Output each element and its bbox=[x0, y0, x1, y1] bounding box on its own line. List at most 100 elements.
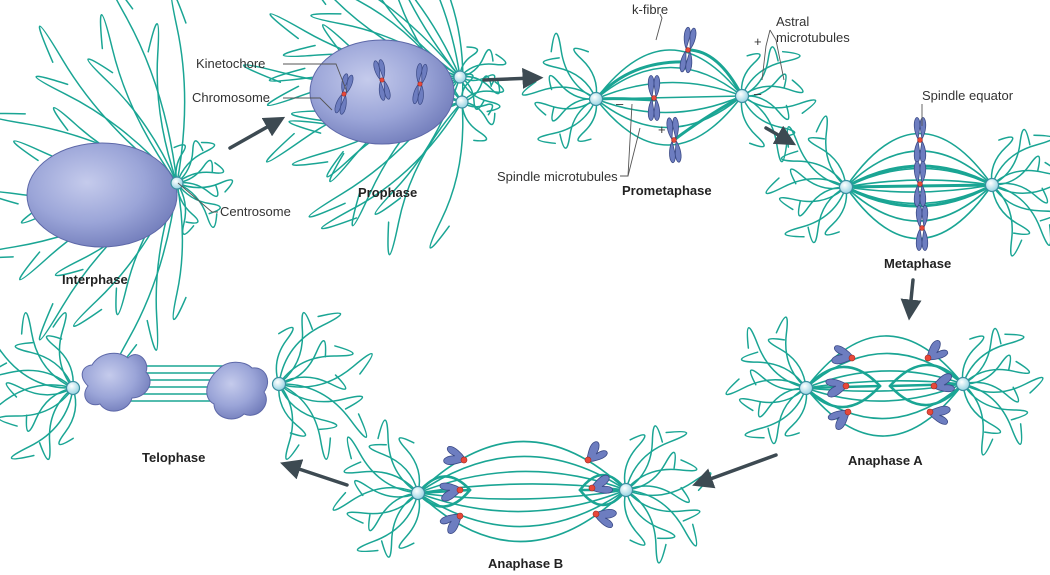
anaphase-a-astral-microtubule bbox=[962, 376, 1044, 394]
prometaphase-spindle-microtubule bbox=[595, 81, 743, 100]
chromatid-arm bbox=[919, 117, 927, 141]
chromatid-arm bbox=[653, 75, 661, 99]
metaphase-chromosome bbox=[915, 205, 929, 251]
chromatid-arm bbox=[647, 75, 655, 99]
prometaphase-astral-microtubule bbox=[534, 98, 597, 116]
prophase-title: Prophase bbox=[358, 185, 417, 200]
anaphase-b-chromatid bbox=[439, 482, 464, 502]
chromatid-arm bbox=[921, 227, 929, 251]
centrosome-label: Centrosome bbox=[220, 204, 291, 219]
kinetochore bbox=[341, 91, 347, 97]
anaphase-a-astral-microtubule bbox=[962, 381, 1020, 403]
chromatid-arm bbox=[919, 139, 927, 163]
prophase-microtubule bbox=[459, 53, 507, 78]
prometaphase-astral-microtubule bbox=[740, 53, 761, 97]
plus-end-label-astral: + bbox=[754, 34, 762, 49]
telophase-astral-microtubule bbox=[45, 335, 74, 389]
chromatid-body bbox=[926, 339, 949, 361]
chromatid-body bbox=[439, 482, 461, 502]
interphase-microtubule bbox=[176, 182, 195, 235]
chromatid-arm bbox=[345, 74, 354, 95]
telophase-astral-microtubule bbox=[52, 312, 74, 389]
interphase-microtubule bbox=[115, 0, 178, 184]
kinetochore bbox=[917, 181, 923, 187]
chromatid-arm bbox=[913, 183, 921, 207]
interphase-microtubule bbox=[173, 144, 187, 184]
telophase-astral-microtubule bbox=[278, 353, 373, 388]
metaphase-spindle-microtubule bbox=[845, 179, 993, 188]
chromatid-body bbox=[928, 405, 951, 425]
prophase-microtubule bbox=[449, 0, 464, 103]
telophase-left-nucleus bbox=[81, 352, 151, 412]
metaphase-astral-microtubule bbox=[991, 184, 1031, 236]
prometaphase-k-fibre bbox=[594, 60, 690, 101]
chromatid-arm bbox=[685, 50, 693, 74]
prophase-microtubule bbox=[414, 0, 461, 78]
spindle-equator-label: Spindle equator bbox=[922, 88, 1014, 103]
prophase-chromosome bbox=[334, 73, 354, 115]
prometaphase-astral-microtubule bbox=[741, 50, 801, 97]
anaphase-b-chromatid bbox=[592, 508, 617, 528]
anaphase-a-chromatid bbox=[926, 405, 951, 425]
telophase-astral-microtubule bbox=[278, 374, 347, 390]
metaphase-astral-microtubule bbox=[824, 186, 848, 236]
prometaphase-astral-microtubule bbox=[741, 79, 804, 97]
prophase-microtubule bbox=[321, 101, 463, 230]
prometaphase-astral-microtubule bbox=[551, 98, 597, 122]
telophase-centrosome bbox=[65, 380, 81, 396]
anaphase-a-centrosome bbox=[798, 380, 814, 396]
anaphase-b-chromatid bbox=[443, 446, 468, 466]
prometaphase-astral-microtubule bbox=[542, 57, 597, 100]
anaphase-b-astral-microtubule bbox=[625, 430, 688, 491]
chromosomes-layer bbox=[334, 26, 955, 535]
interphase-microtubule bbox=[176, 159, 214, 184]
anaphase-a-astral-microtubule bbox=[962, 383, 1002, 435]
arrow-anaphase-b-to-telophase bbox=[280, 459, 349, 487]
anaphase-b-chromatid bbox=[588, 474, 613, 494]
interphase-microtubule bbox=[171, 0, 187, 184]
minus-end-label-right-pole: – bbox=[754, 86, 762, 101]
prophase-microtubule bbox=[439, 0, 461, 78]
stage-arrows bbox=[228, 67, 922, 489]
chromatid-arm bbox=[653, 97, 661, 121]
anaphase-a-astral-microtubule bbox=[962, 333, 1025, 385]
metaphase-astral-microtubule bbox=[991, 161, 1050, 186]
metaphase-astral-microtubule bbox=[807, 136, 847, 188]
anaphase-a-astral-microtubule bbox=[962, 383, 994, 456]
telophase-astral-microtubule bbox=[278, 345, 354, 385]
anaphase-b-chromatid bbox=[439, 512, 464, 535]
anaphase-b-astral-microtubule bbox=[377, 419, 419, 494]
interphase-microtubule bbox=[176, 179, 234, 193]
interphase-microtubule bbox=[172, 182, 187, 321]
kinetochore bbox=[930, 382, 938, 390]
prophase-centrosome bbox=[453, 70, 467, 84]
prometaphase-spindle-microtubule bbox=[595, 95, 743, 114]
anaphase-a-astral-microtubule bbox=[962, 360, 1031, 385]
prophase-microtubule bbox=[461, 101, 488, 142]
chromatid-body bbox=[827, 409, 850, 431]
anaphase-a-title: Anaphase A bbox=[848, 453, 923, 468]
telophase-astral-microtubule bbox=[38, 387, 74, 461]
telophase-astral-microtubule bbox=[10, 387, 74, 460]
chromatid-arm bbox=[913, 117, 921, 141]
arrow-prometaphase-to-metaphase bbox=[764, 125, 797, 146]
anaphase-b-astral-microtubule bbox=[625, 485, 690, 504]
kinetochore bbox=[456, 486, 464, 494]
telophase-astral-microtubule bbox=[0, 384, 74, 406]
kinetochore bbox=[651, 95, 657, 101]
anaphase-a-k-fibre bbox=[804, 384, 882, 409]
astral-microtubules-label-line1: Astral bbox=[776, 14, 809, 29]
prometaphase-astral-microtubule bbox=[537, 98, 597, 145]
chromatid-arm bbox=[378, 59, 386, 80]
prometaphase-astral-microtubule bbox=[741, 46, 779, 97]
anaphase-b-astral-microtubule bbox=[398, 437, 421, 494]
arrow-anaphase-a-to-anaphase-b bbox=[692, 453, 778, 489]
kinetochore-label: Kinetochore bbox=[196, 56, 265, 71]
telophase-right-nucleus bbox=[206, 361, 268, 420]
interphase-centrosome bbox=[170, 176, 184, 190]
prometaphase-astral-microtubule bbox=[741, 73, 787, 97]
anaphase-a-astral-microtubule bbox=[749, 369, 807, 391]
anaphase-a-astral-microtubule bbox=[767, 337, 807, 389]
kinetochore bbox=[919, 225, 925, 231]
